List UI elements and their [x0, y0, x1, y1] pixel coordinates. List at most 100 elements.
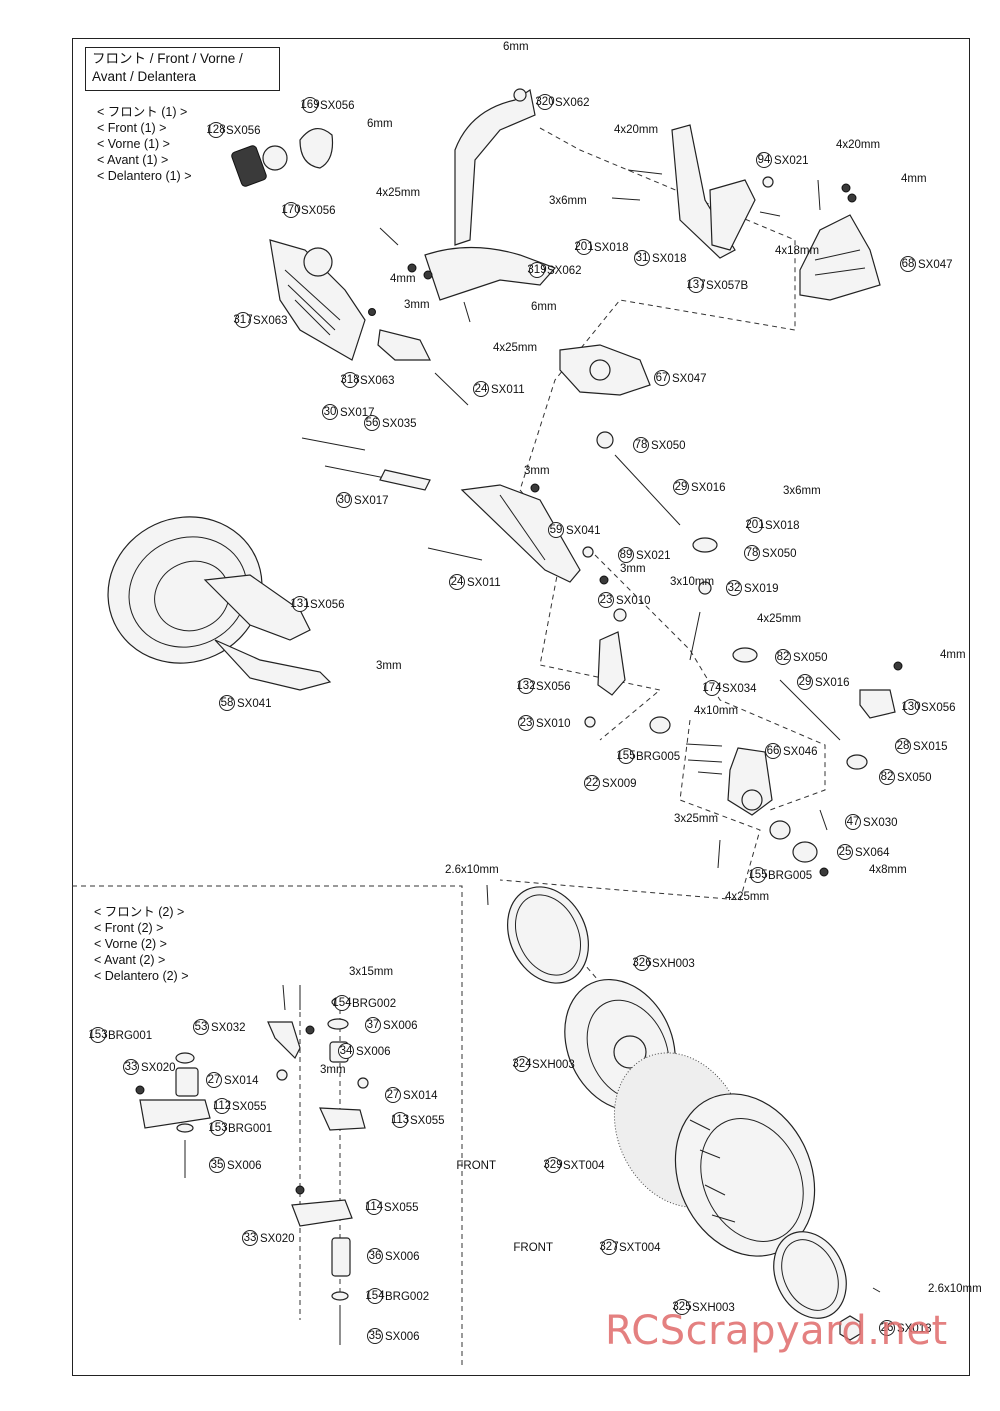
callout-number: 28 [897, 740, 910, 752]
part-code: SX056 [226, 125, 261, 137]
callout-number-badge [598, 592, 614, 608]
part-code: BRG002 [352, 998, 396, 1010]
callout-number-badge [775, 649, 791, 665]
callout-number-badge [747, 517, 763, 533]
callout-number: 154 [365, 1290, 385, 1302]
callout-number: 24 [475, 383, 488, 395]
callout-number: 170 [281, 204, 300, 216]
part-code: SXH003 [692, 1302, 735, 1314]
callout-number: 22 [586, 777, 599, 789]
callout-number-badge [514, 1056, 530, 1072]
callout-number: 68 [902, 258, 915, 270]
assembly-guide-line [519, 127, 796, 491]
callout-number-badge [336, 492, 352, 508]
callout-number: 130 [901, 701, 920, 713]
callout-number: 36 [369, 1250, 382, 1262]
subsection-label: < フロント (2) > [94, 905, 185, 919]
part-code: SXT004 [619, 1242, 661, 1254]
callout-number-badge [518, 678, 534, 694]
callout-number: 153 [208, 1122, 227, 1134]
callout-number: 318 [340, 374, 359, 386]
callout-number-badge [618, 547, 634, 563]
part-code: SX055 [384, 1202, 419, 1214]
hardware-size-label: 4x8mm [869, 864, 907, 876]
callout-number: 137 [686, 279, 705, 291]
hardware-size-label: 3x15mm [349, 966, 393, 978]
callout-number: 132 [516, 680, 535, 692]
callout-number-badge [633, 437, 649, 453]
hardware-size-label: 3mm [620, 563, 646, 575]
callout-number-badge [674, 1299, 690, 1315]
hardware-size-label: 6mm [503, 41, 529, 53]
callout-number: 47 [847, 816, 860, 828]
front-orientation-label: FRONT [513, 1242, 553, 1254]
hinge-pin-part [434, 372, 469, 406]
turnbuckle-front [596, 431, 718, 553]
hardware-size-label: 3mm [376, 660, 402, 672]
part-code: SX056 [320, 100, 355, 112]
callout-number: 113 [391, 1114, 409, 1126]
part-code: SX063 [253, 315, 288, 327]
part-code: SX006 [227, 1160, 262, 1172]
callout-number-badge [529, 262, 545, 278]
hardware-size-label: 4x25mm [725, 891, 769, 903]
part-code: SX018 [652, 253, 687, 265]
part-code: SX006 [385, 1331, 420, 1343]
part-code: SX014 [224, 1075, 259, 1087]
part-code: SX035 [382, 418, 417, 430]
callout-number-badge [342, 372, 358, 388]
turnbuckle-rear [732, 647, 868, 770]
part-code: SX056 [301, 205, 336, 217]
callout-number: 317 [233, 314, 252, 326]
callout-number: 33 [125, 1061, 138, 1073]
callout-number-badge [545, 1157, 561, 1173]
callout-number: 324 [512, 1058, 532, 1070]
callout-number: 131 [290, 598, 309, 610]
bracket-plate-part [379, 469, 431, 491]
callout-number: 29 [799, 676, 812, 688]
callout-number-badge [756, 152, 772, 168]
hardware-size-label: 3x25mm [674, 813, 718, 825]
section-title-box: フロント / Front / Vorne / Avant / Delantera [85, 47, 280, 91]
subsection-label: < Front (2) > [94, 921, 164, 935]
callout-number-badge [90, 1027, 106, 1043]
callout-number-badge [601, 1239, 617, 1255]
callout-number-badge [548, 522, 564, 538]
upper-bulkhead-part [671, 124, 756, 259]
subsection-label: < Front (1) > [97, 121, 167, 135]
hinge-pin-part [324, 465, 386, 479]
part-code: SX018 [765, 520, 800, 532]
callout-number-badge [750, 867, 766, 883]
part-code: SX006 [356, 1046, 391, 1058]
callout-number-badge [895, 738, 911, 754]
callout-number-badge [367, 1328, 383, 1344]
part-code: BRG005 [636, 751, 680, 763]
callout-number: 155 [616, 750, 635, 762]
callout-number-badge [903, 699, 919, 715]
bellcrank-part [859, 689, 896, 719]
callout-number-badge [576, 239, 592, 255]
page-border [72, 38, 970, 1376]
part-code: SX018 [594, 242, 629, 254]
hardware-size-label: 4x20mm [836, 139, 880, 151]
front-orientation-label: FRONT [456, 1160, 496, 1172]
callout-number: 329 [543, 1159, 562, 1171]
